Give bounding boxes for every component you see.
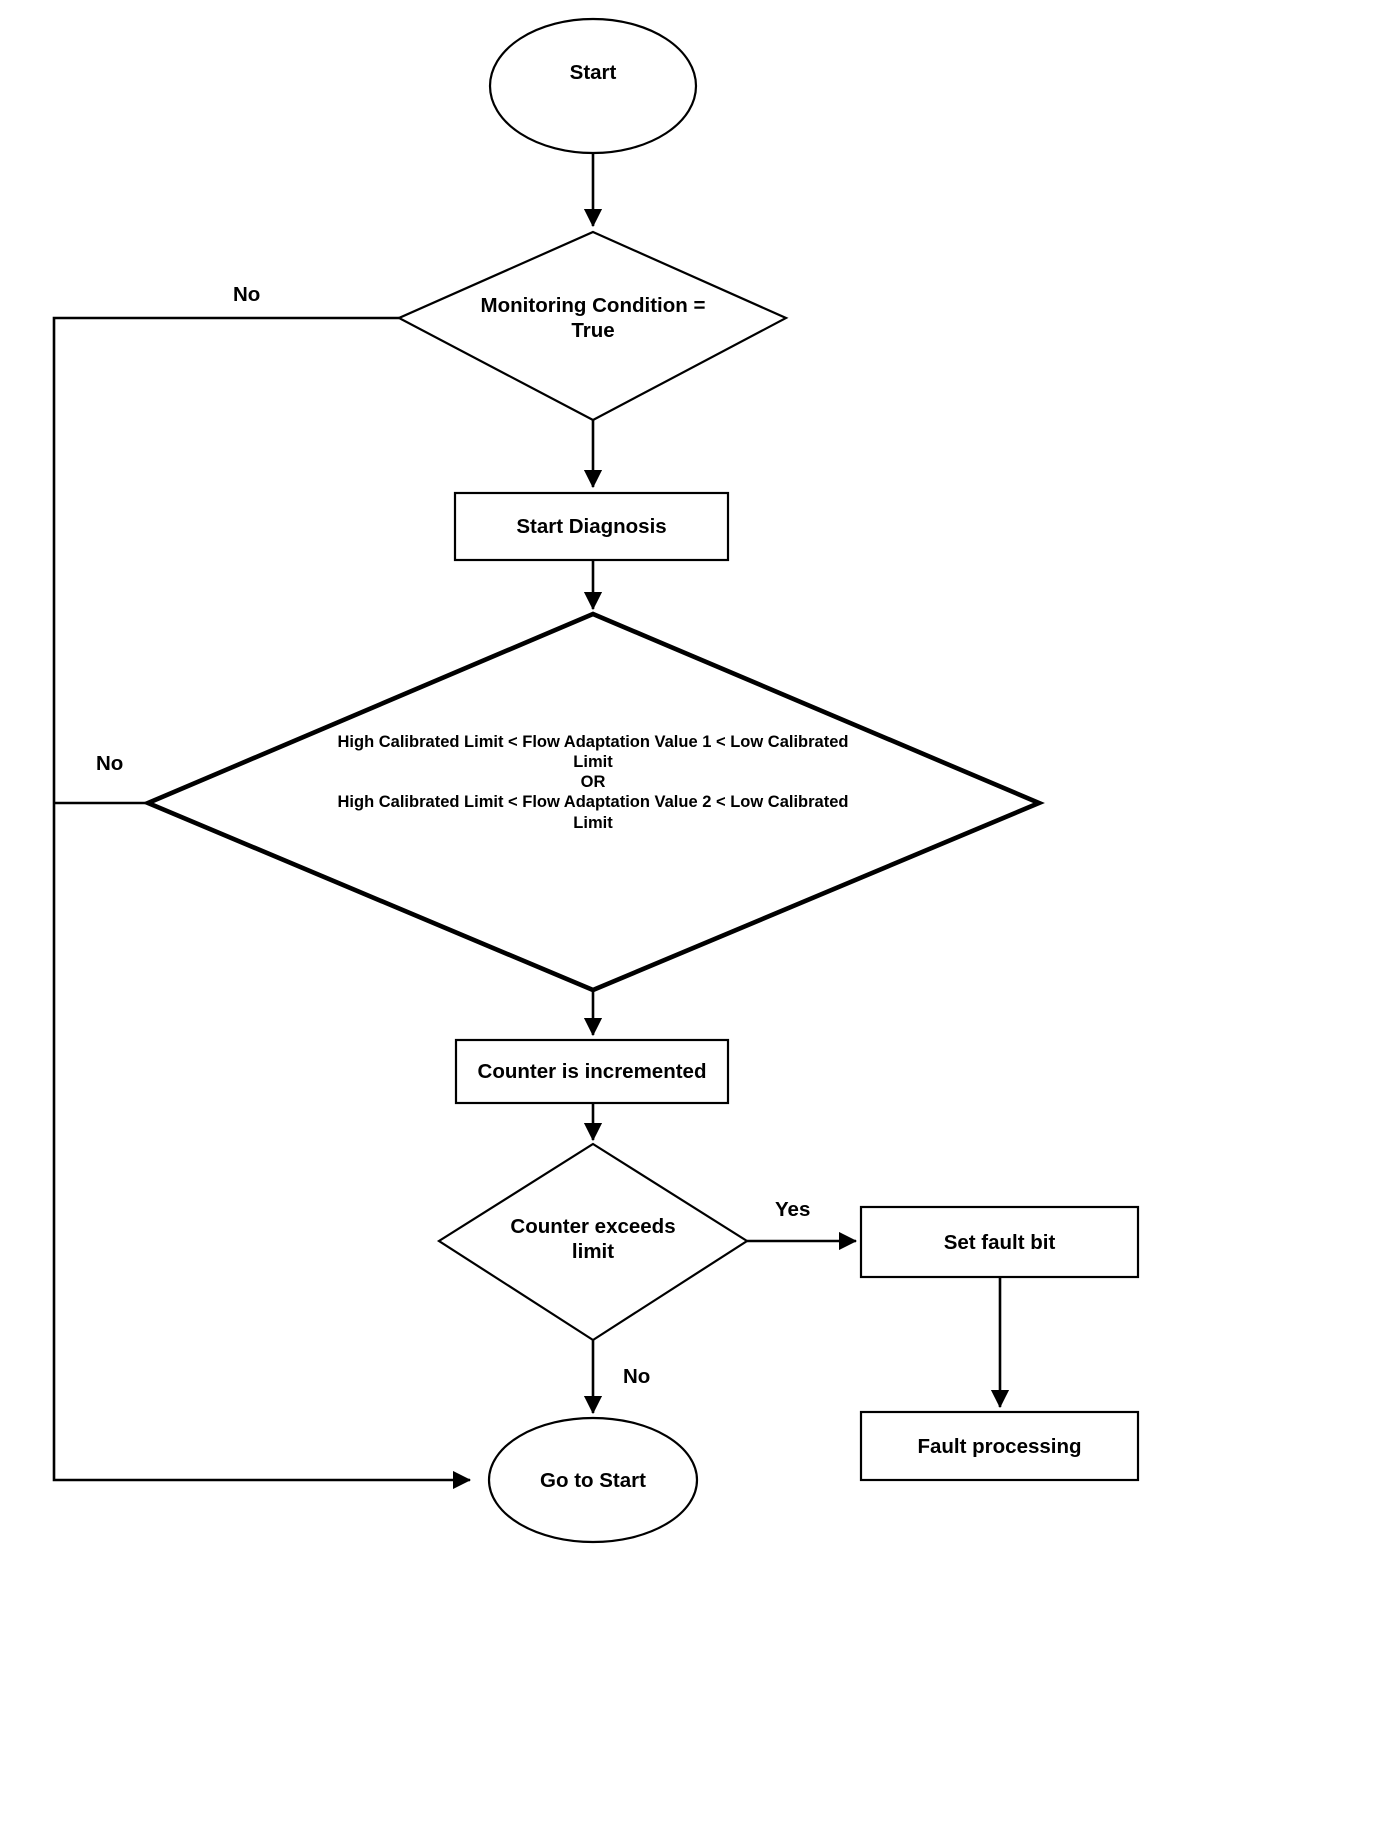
node-go-to-start-shape bbox=[487, 1416, 699, 1544]
node-counter-exceeds-shape bbox=[436, 1142, 750, 1342]
edge-label-limit-check-no: No bbox=[96, 752, 124, 775]
node-limit-check-shape bbox=[142, 611, 1045, 993]
node-start-shape bbox=[488, 17, 698, 155]
node-set-fault-bit-shape bbox=[859, 1205, 1140, 1279]
node-monitoring-condition-shape bbox=[396, 230, 789, 422]
edge-label-monitoring-no: No bbox=[233, 283, 261, 306]
edge-label-counter-exceeds-no: No bbox=[623, 1365, 651, 1388]
edge-label-counter-exceeds-yes: Yes bbox=[775, 1198, 811, 1221]
node-start-diagnosis-shape bbox=[453, 491, 730, 562]
node-fault-processing-shape bbox=[859, 1410, 1140, 1482]
edge-monitoring-no-to-go-to-start bbox=[52, 316, 472, 1490]
node-counter-increment-shape bbox=[454, 1038, 730, 1105]
